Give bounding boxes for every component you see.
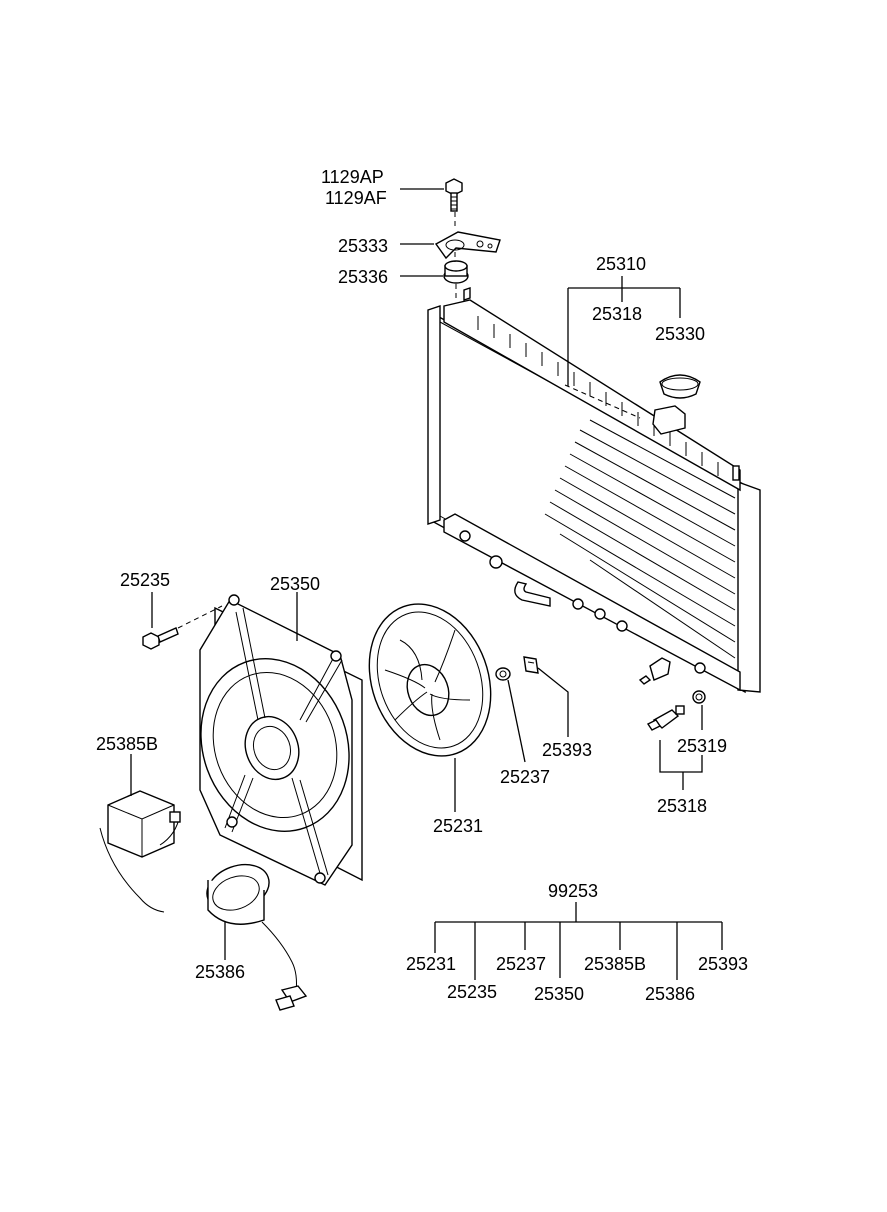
drain-plug-part [646,705,685,731]
label-kit-25386: 25386 [645,984,695,1004]
radiator-cap-part [659,374,701,399]
label-kit-25231: 25231 [406,954,456,974]
mount-insulator-part [443,260,469,284]
screw-part [142,627,179,650]
fan-shroud-part [199,594,363,886]
clip-part [523,656,539,674]
label-kit-25385b: 25385B [584,954,646,974]
label-kit-parent: 99253 [548,881,598,901]
bracket-part [434,231,501,260]
label-radiator-hose-top: 25318 [592,304,642,324]
label-fan-motor: 25386 [195,962,245,982]
label-fan-blade: 25231 [433,816,483,836]
o-ring-part [692,690,706,704]
label-fan-shroud: 25350 [270,574,320,594]
fan-controller-part [99,790,181,913]
fan-blade-part [368,603,492,757]
label-drain-plug-o-ring: 25319 [677,736,727,756]
radiator-part [427,287,761,694]
fan-motor-part [206,863,308,1011]
bolt-part [445,178,463,212]
label-washer: 25237 [500,767,550,787]
label-fan-controller: 25385B [96,734,158,754]
label-clip: 25393 [542,740,592,760]
label-screw: 25235 [120,570,170,590]
label-kit-25393: 25393 [698,954,748,974]
label-bolt-1129af: 1129AF [325,188,387,208]
label-bolt-1129ap: 1129AP [321,167,384,187]
label-bracket: 25333 [338,236,388,256]
label-kit-25350: 25350 [534,984,584,1004]
label-drain-plug: 25318 [657,796,707,816]
label-radiator-cap: 25330 [655,324,705,344]
label-kit-25237: 25237 [496,954,546,974]
label-mount-insulator: 25336 [338,267,388,287]
label-kit-25235: 25235 [447,982,497,1002]
washer-part [495,667,511,681]
label-radiator-assy: 25310 [596,254,646,274]
